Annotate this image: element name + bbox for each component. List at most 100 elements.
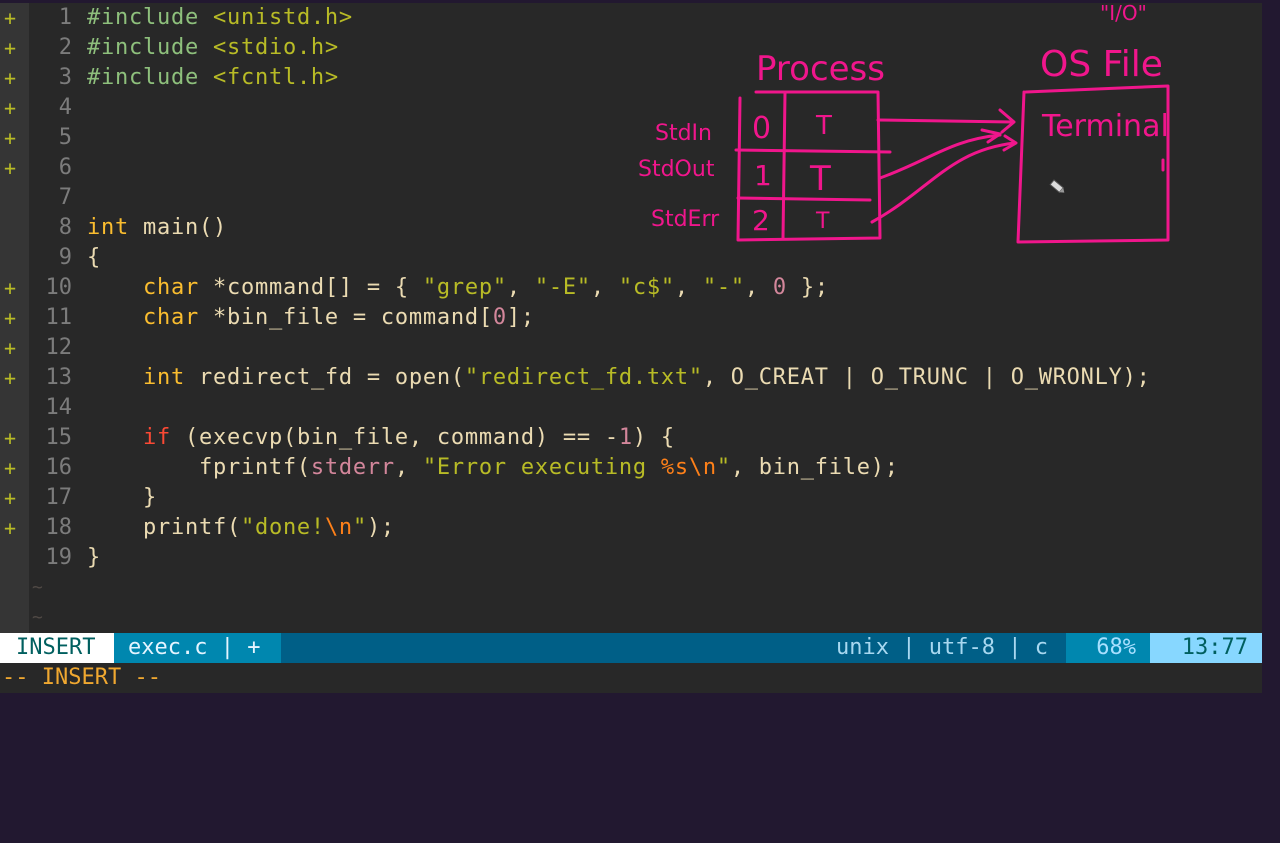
code-line[interactable]: +16 fprintf(stderr, "Error executing %s\… bbox=[0, 453, 1262, 483]
code-token: \n bbox=[324, 515, 353, 540]
command-line[interactable]: -- INSERT -- bbox=[2, 665, 161, 690]
status-filetype: c bbox=[1034, 635, 1048, 660]
code-text[interactable]: char *command[] = { "grep", "-E", "c$", … bbox=[87, 273, 829, 303]
code-token bbox=[87, 365, 143, 390]
code-text[interactable]: int main() bbox=[87, 213, 227, 243]
code-text[interactable]: { bbox=[87, 243, 101, 273]
status-filename-segment: exec.c | + bbox=[114, 633, 281, 663]
code-token: *command[] = { bbox=[198, 275, 423, 300]
line-number: 12 bbox=[45, 335, 73, 360]
line-number: 17 bbox=[45, 485, 73, 510]
code-token: char bbox=[142, 275, 199, 300]
line-number: 10 bbox=[45, 275, 73, 300]
line-number: 13 bbox=[45, 365, 73, 390]
code-text[interactable]: char *bin_file = command[0]; bbox=[87, 303, 535, 333]
status-encoding: utf-8 bbox=[928, 635, 995, 660]
code-buffer[interactable]: +1#include <unistd.h>+2#include <stdio.h… bbox=[0, 3, 1262, 633]
code-token: " bbox=[716, 455, 731, 480]
code-token: "grep" bbox=[422, 275, 507, 300]
code-line[interactable]: 19} bbox=[0, 543, 1262, 573]
code-line[interactable]: +13 int redirect_fd = open("redirect_fd.… bbox=[0, 363, 1262, 393]
status-separator: | bbox=[902, 635, 916, 660]
code-token: ); bbox=[366, 515, 395, 540]
sign-column bbox=[0, 3, 29, 633]
code-text[interactable]: #include <fcntl.h> bbox=[87, 63, 339, 93]
code-token bbox=[87, 275, 143, 300]
code-line[interactable]: 14 bbox=[0, 393, 1262, 423]
code-text[interactable]: } bbox=[87, 483, 157, 513]
git-added-sign-icon: + bbox=[3, 66, 17, 90]
code-text[interactable]: } bbox=[87, 543, 101, 573]
git-added-sign-icon: + bbox=[3, 96, 17, 120]
code-token: stderr bbox=[310, 455, 395, 480]
code-text[interactable]: int redirect_fd = open("redirect_fd.txt"… bbox=[87, 363, 1151, 393]
code-line[interactable]: +12 bbox=[0, 333, 1262, 363]
code-token: int bbox=[87, 215, 129, 240]
code-line[interactable]: 9{ bbox=[0, 243, 1262, 273]
code-token: char bbox=[142, 305, 199, 330]
code-text[interactable]: printf("done!\n"); bbox=[87, 513, 395, 543]
git-added-sign-icon: + bbox=[3, 366, 17, 390]
code-token bbox=[87, 305, 143, 330]
code-line[interactable]: +11 char *bin_file = command[0]; bbox=[0, 303, 1262, 333]
status-percent: 68% bbox=[1066, 633, 1150, 663]
code-text[interactable]: fprintf(stderr, "Error executing %s\n", … bbox=[87, 453, 899, 483]
code-token: main() bbox=[129, 215, 227, 240]
code-token: "redirect_fd.txt" bbox=[464, 365, 703, 390]
line-number: 3 bbox=[58, 65, 72, 90]
code-line[interactable]: +15 if (execvp(bin_file, command) == -1)… bbox=[0, 423, 1262, 453]
code-token: , bbox=[674, 275, 703, 300]
code-token: if bbox=[142, 425, 171, 450]
code-token: "Error executing bbox=[422, 455, 661, 480]
code-token: 0 bbox=[772, 275, 787, 300]
code-line[interactable]: +2 #include <stdio.h> bbox=[0, 33, 1262, 63]
code-line[interactable]: +10 char *command[] = { "grep", "-E", "c… bbox=[0, 273, 1262, 303]
git-added-sign-icon: + bbox=[3, 306, 17, 330]
code-token: "done! bbox=[240, 515, 325, 540]
code-line[interactable]: +3 #include <fcntl.h> bbox=[0, 63, 1262, 93]
code-token: , bbox=[744, 275, 773, 300]
line-number: 2 bbox=[58, 35, 72, 60]
code-token: , bbox=[506, 275, 535, 300]
code-text[interactable]: #include <unistd.h> bbox=[87, 3, 353, 33]
code-token: } bbox=[87, 545, 101, 570]
status-cursor-position: 13:77 bbox=[1150, 633, 1262, 663]
code-token: printf( bbox=[87, 515, 241, 540]
git-added-sign-icon: + bbox=[3, 6, 17, 30]
git-added-sign-icon: + bbox=[3, 456, 17, 480]
git-added-sign-icon: + bbox=[3, 516, 17, 540]
code-text[interactable]: if (execvp(bin_file, command) == -1) { bbox=[87, 423, 675, 453]
code-line[interactable]: +4 bbox=[0, 93, 1262, 123]
status-fileformat: unix bbox=[836, 635, 890, 660]
code-token: fprintf( bbox=[87, 455, 311, 480]
code-token: , bbox=[590, 275, 619, 300]
git-added-sign-icon: + bbox=[3, 36, 17, 60]
code-text[interactable]: #include <stdio.h> bbox=[87, 33, 339, 63]
vim-editor-window[interactable]: +1#include <unistd.h>+2#include <stdio.h… bbox=[0, 3, 1262, 693]
git-added-sign-icon: + bbox=[3, 156, 17, 180]
line-number: 19 bbox=[45, 545, 73, 570]
code-line[interactable]: +18 printf("done!\n"); bbox=[0, 513, 1262, 543]
git-added-sign-icon: + bbox=[3, 276, 17, 300]
code-token: *bin_file = command[ bbox=[198, 305, 493, 330]
git-added-sign-icon: + bbox=[3, 486, 17, 510]
code-token: 1 bbox=[618, 425, 633, 450]
code-token: #include bbox=[87, 35, 213, 60]
code-token: "c$" bbox=[618, 275, 675, 300]
code-line[interactable]: +17 } bbox=[0, 483, 1262, 513]
line-number: 9 bbox=[58, 245, 72, 270]
code-token: }; bbox=[786, 275, 829, 300]
code-token: #include bbox=[87, 65, 213, 90]
code-token: ) { bbox=[632, 425, 675, 450]
code-line[interactable]: 7 bbox=[0, 183, 1262, 213]
code-token: redirect_fd = open( bbox=[184, 365, 465, 390]
code-line[interactable]: +1#include <unistd.h> bbox=[0, 3, 1262, 33]
code-line[interactable]: +6 bbox=[0, 153, 1262, 183]
line-number: 15 bbox=[45, 425, 73, 450]
code-token: #include bbox=[87, 5, 213, 30]
code-line[interactable]: +5 bbox=[0, 123, 1262, 153]
line-number: 18 bbox=[45, 515, 73, 540]
code-token: "-E" bbox=[534, 275, 591, 300]
code-token: } bbox=[87, 485, 157, 510]
